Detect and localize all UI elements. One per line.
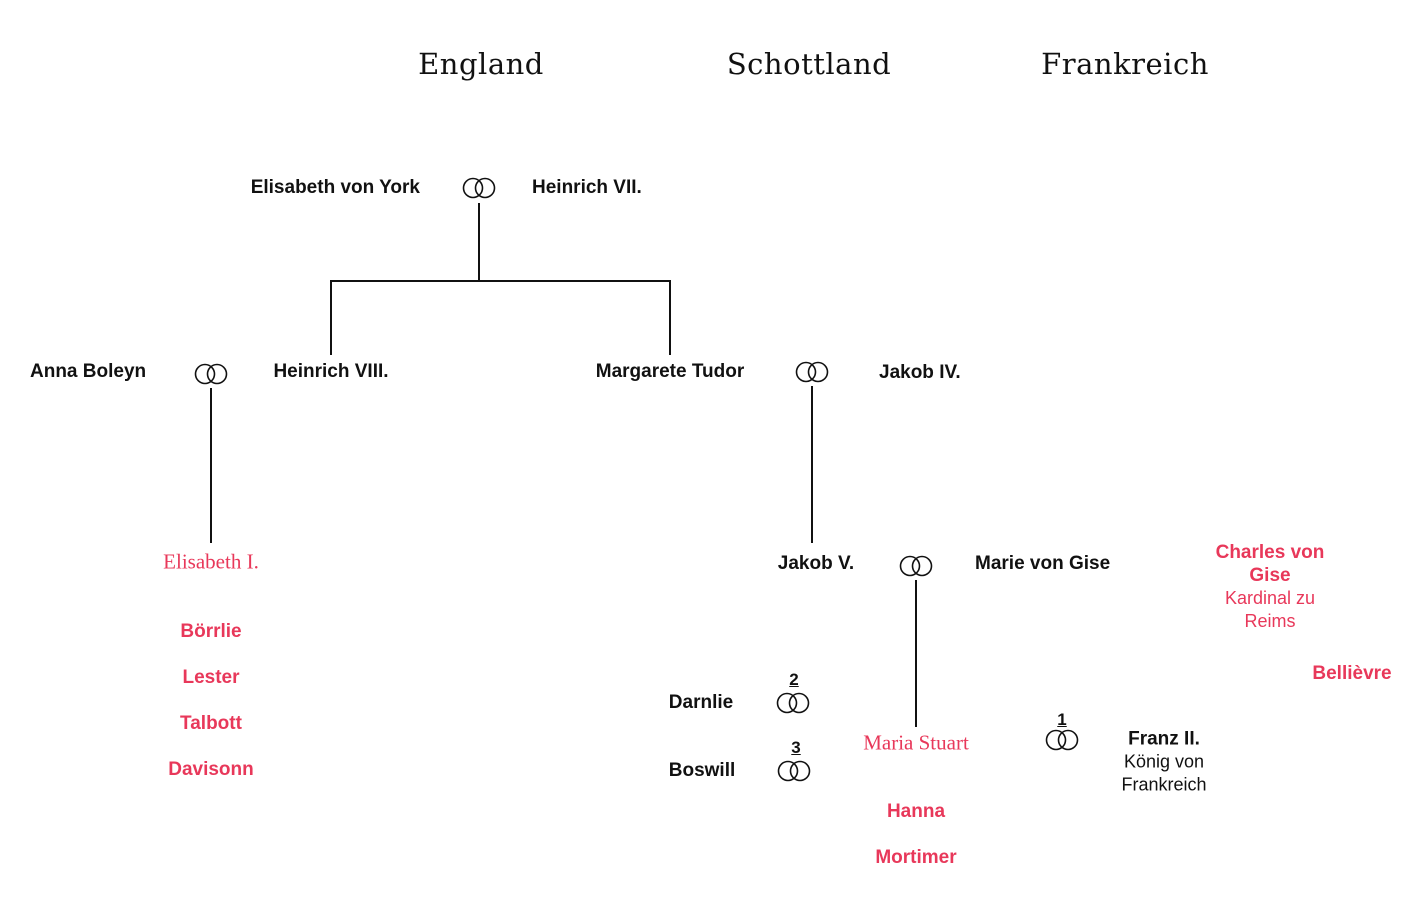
header-england: England	[418, 47, 544, 81]
marriage-rings-icon	[896, 555, 936, 577]
person-heinrich-7: Heinrich VII.	[532, 177, 642, 198]
connector-line	[915, 580, 917, 727]
person-margarete-tudor: Margarete Tudor	[595, 361, 745, 382]
connector-line	[478, 203, 480, 282]
marriage-rings-icon	[459, 177, 499, 199]
marriage-number: 3	[791, 738, 801, 757]
connector-line	[811, 386, 813, 543]
person-boswill: Boswill	[668, 760, 736, 781]
person-anna-boleyn: Anna Boleyn	[30, 361, 147, 382]
person-marie-gise: Marie von Gise	[975, 553, 1111, 574]
court-member: Lester	[182, 667, 240, 688]
person-bellievre: Bellièvre	[1312, 663, 1392, 684]
person-heinrich-8: Heinrich VIII.	[273, 361, 389, 382]
header-france: Frankreich	[1041, 47, 1209, 81]
person-charles-gise: Charles von Gise Kardinal zu Reims	[1195, 541, 1345, 633]
marriage-rings-icon	[773, 692, 813, 714]
charles-title-2: Reims	[1244, 611, 1296, 631]
connector-line	[330, 280, 332, 355]
court-member: Börrlie	[180, 621, 242, 642]
person-elisabeth-york: Elisabeth von York	[250, 177, 420, 198]
person-maria-stuart: Maria Stuart	[863, 730, 969, 755]
connector-line	[210, 388, 212, 543]
franz-title: König von	[1123, 751, 1205, 772]
marriage-rings-icon	[774, 760, 814, 782]
charles-title: Kardinal zu	[1224, 588, 1316, 608]
person-darnlie: Darnlie	[668, 692, 734, 713]
marriage-rings-icon	[191, 363, 231, 385]
marriage-number: 1	[1057, 710, 1067, 729]
franz-title-2: Frankreich	[1121, 774, 1207, 795]
person-hanna: Hanna	[886, 801, 946, 822]
marriage-rings-icon	[1042, 729, 1082, 751]
court-member: Davisonn	[168, 759, 254, 780]
person-jakob-5: Jakob V.	[777, 553, 855, 574]
franz-name: Franz II.	[1128, 728, 1200, 750]
court-member: Talbott	[180, 713, 242, 734]
person-elisabeth-1: Elisabeth I.	[163, 549, 259, 574]
connector-line	[330, 280, 671, 282]
person-mortimer: Mortimer	[875, 847, 957, 868]
marriage-number: 2	[789, 670, 799, 689]
header-scotland: Schottland	[726, 47, 892, 81]
connector-line	[669, 280, 671, 355]
person-franz-2: Franz II. König von Frankreich	[1121, 728, 1206, 797]
person-jakob-4: Jakob IV.	[879, 362, 961, 383]
marriage-rings-icon	[792, 361, 832, 383]
charles-name: Charles von Gise	[1215, 542, 1325, 586]
